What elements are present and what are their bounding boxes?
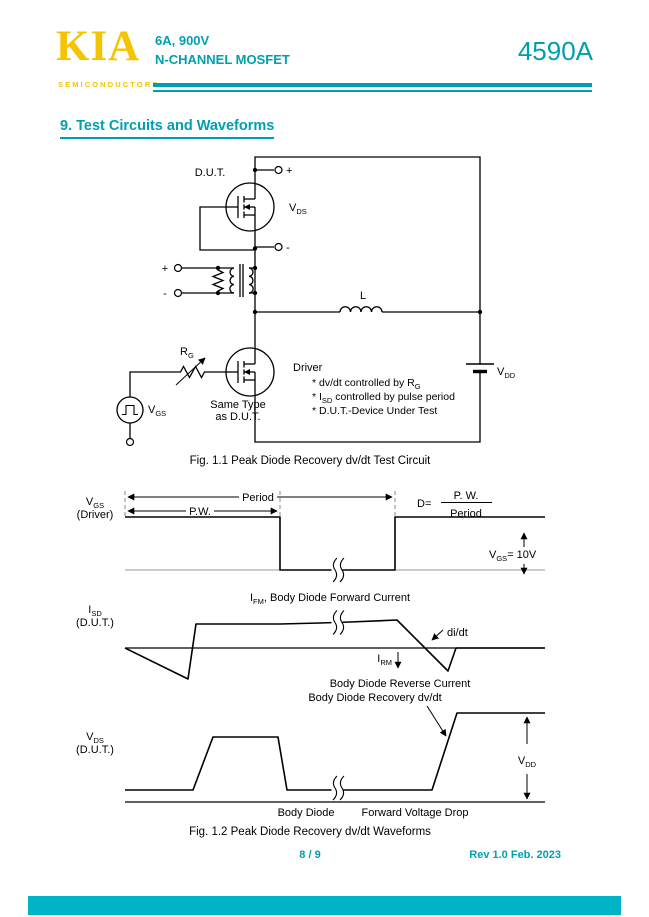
transformer-symbol (229, 264, 254, 297)
irm-label: IRM (377, 653, 392, 667)
vdd-span-arrow: VDD (518, 716, 537, 800)
device-spec-line2: N-CHANNEL MOSFET (155, 52, 290, 67)
ifm-annotation: IFM, Body Diode Forward Current (250, 592, 410, 606)
revision-label: Rev 1.0 Feb. 2023 (469, 849, 561, 861)
same-type-label-2: as D.U.T. (215, 411, 260, 423)
vgs-10v-label: VGS= 10V (489, 549, 537, 563)
note-dvdt: * dv/dt controlled by RG (312, 377, 421, 391)
body-diode-label: Body Diode (278, 807, 335, 819)
damping-resistor-symbol (211, 268, 225, 293)
pulse-return-terminal (125, 437, 135, 447)
inductor-label: L (360, 290, 366, 302)
fig1-caption: Fig. 1.1 Peak Diode Recovery dv/dt Test … (190, 455, 432, 467)
header-rule-thin (153, 90, 592, 92)
vgs-10v-annotation: VGS= 10V (489, 532, 537, 575)
rg-variable-arrow (175, 357, 206, 386)
fig2-caption: Fig. 1.2 Peak Diode Recovery dv/dt Wavef… (189, 826, 431, 838)
note-isd: * ISD controlled by pulse period (312, 391, 455, 405)
pw-label: P.W. (189, 506, 211, 518)
vds-waveform (125, 712, 545, 791)
didt-pointer (431, 629, 444, 641)
recovery-dvdt-label: Body Diode Recovery dv/dt (308, 692, 441, 704)
rg-resistor-symbol (178, 365, 207, 379)
row1-axis-label: VGS (86, 496, 104, 510)
vds-minus-terminal (274, 242, 283, 252)
vdd-span-label: VDD (518, 755, 537, 769)
vds-label: VDS (289, 202, 307, 216)
dut-label: D.U.T. (195, 167, 226, 179)
duty-numerator: P. W. (454, 490, 479, 502)
driver-label: Driver (293, 362, 323, 374)
duty-denominator: Period (450, 508, 482, 520)
fig1-test-circuit: D.U.T. + VDS - + - L VDD RG VGS Driver S… (116, 156, 516, 467)
footer-bar (28, 896, 621, 915)
row1-axis-label-2: (Driver) (77, 509, 114, 521)
vds-plus-sign: + (286, 165, 292, 177)
row3-axis-label: VDS (86, 731, 104, 745)
row2-axis-label: ISD (88, 604, 102, 618)
rg-label: RG (180, 346, 194, 360)
row2-axis-label-2: (D.U.T.) (76, 617, 114, 629)
section-title: 9. Test Circuits and Waveforms (60, 118, 275, 139)
vds-plus-terminal (274, 165, 283, 175)
dut-mosfet-symbol (225, 182, 275, 232)
vdd-label: VDD (497, 366, 516, 380)
xfmr-plus-terminal (173, 263, 183, 273)
fig2-waveforms: Period P.W. D= P. W. Period VGS= 10V VGS… (76, 490, 545, 838)
period-label: Period (242, 492, 274, 504)
row2-break-mark (330, 609, 345, 636)
fwd-drop-label: Forward Voltage Drop (362, 807, 469, 819)
pulse-source-symbol (116, 396, 144, 424)
inductor-symbol (339, 306, 383, 313)
recovery-dvdt-pointer (426, 705, 447, 737)
kia-logo: KIA (56, 23, 141, 70)
row3-axis-label-2: (D.U.T.) (76, 744, 114, 756)
page-number: 8 / 9 (299, 849, 321, 861)
part-number: 4590A (517, 36, 593, 66)
didt-label: di/dt (447, 627, 468, 639)
note-dut: * D.U.T.-Device Under Test (312, 405, 437, 417)
battery-symbol (466, 363, 494, 374)
junction-dots (215, 167, 483, 315)
xfmr-minus-sign: - (163, 288, 167, 300)
device-spec-line1: 6A, 900V (155, 33, 210, 48)
vgs-label: VGS (148, 404, 166, 418)
duty-cycle-formula: D= P. W. Period (417, 490, 492, 520)
row3-break-mark (330, 775, 345, 801)
xfmr-minus-terminal (173, 288, 183, 298)
header-rule-thick (153, 83, 592, 87)
duty-lhs: D= (417, 498, 431, 510)
driver-mosfet-symbol (225, 347, 275, 397)
kia-logo-subtitle: SEMICONDUCTORS (58, 80, 160, 89)
xfmr-plus-sign: + (162, 263, 168, 275)
vds-minus-sign: - (286, 242, 290, 254)
row1-break-mark (330, 557, 345, 583)
same-type-label-1: Same Type (210, 399, 265, 411)
reverse-current-label: Body Diode Reverse Current (330, 678, 471, 690)
